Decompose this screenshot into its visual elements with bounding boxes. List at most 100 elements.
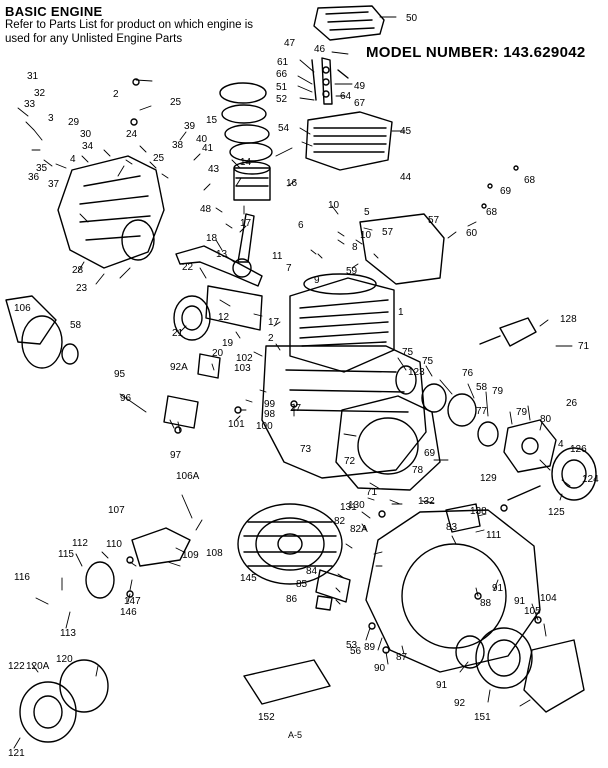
part-number-label: 96 [120,393,132,404]
part-number-label: 69 [424,448,436,459]
part-number-label: 90 [374,663,386,674]
part-shape-crankcase [261,345,427,479]
part-number-label: 37 [48,179,60,190]
part-number-label: 20 [212,348,224,359]
part-shape-pulley [475,627,533,689]
part-number-label: 21 [172,328,184,339]
part-shape-crankshaft [175,245,263,287]
part-number-label: 56 [350,646,362,657]
part-number-label: 132 [418,496,435,507]
part-number-label: 14 [240,157,252,168]
part-number-label: 2 [113,89,119,100]
part-number-label: 84 [306,566,318,577]
part-number-label: 52 [276,94,288,105]
part-number-label: 76 [462,368,474,379]
part-shape-gear [173,295,211,341]
part-number-label: 92 [454,698,466,709]
part-number-label: 23 [76,283,88,294]
part-number-label: 146 [120,607,137,618]
part-number-label: 32 [34,88,46,99]
part-number-label: 124 [582,474,599,485]
part-number-label: 85 [296,579,308,590]
part-number-label: 40 [196,134,208,145]
part-number-label: 6 [298,220,304,231]
part-shape-air-cleaner [59,659,109,713]
part-number-label: 105 [524,606,541,617]
part-number-label: 120A [26,661,50,672]
part-number-label: 152 [258,712,275,723]
part-shape-air-cleaner-cover [313,5,385,41]
part-number-label: 130 [348,500,365,511]
part-number-label: 36 [28,172,40,183]
part-number-label: 46 [314,44,326,55]
part-number-label: 64 [340,91,352,102]
part-number-label: 82 [334,516,346,527]
part-number-label: 10 [360,230,372,241]
part-number-label: 104 [540,593,557,604]
part-number-label: 102 [236,353,253,364]
part-number-label: 13 [216,249,228,260]
page-number: A-5 [288,730,303,740]
part-number-label: 69 [500,186,512,197]
part-shape-piston [233,167,271,201]
part-number-label: 121 [8,748,25,759]
part-number-label: 115 [58,549,74,560]
part-number-label: 123 [408,367,425,378]
part-number-label: 34 [82,141,94,152]
part-number-label: 116 [14,572,30,583]
part-shape-spark-plug [499,317,537,347]
part-number-label: 120 [56,654,73,665]
part-number-label: 151 [474,712,491,723]
part-number-label: 91 [436,680,448,691]
part-number-label: 95 [114,369,126,380]
part-number-label: 101 [228,419,245,430]
part-number-label: 44 [400,172,412,183]
part-number-label: 129 [480,473,497,484]
part-number-label: 57 [382,227,394,238]
part-number-label: 82A [350,524,368,535]
part-number-label: 58 [476,382,488,393]
part-number-label: 97 [170,450,182,461]
part-number-label: 17 [240,218,252,229]
part-number-label: 35 [36,163,48,174]
diagram-subtitle: Refer to Parts List for product on which… [5,19,254,45]
part-number-label: 80 [540,414,552,425]
part-number-label: 10 [328,200,340,211]
part-number-label: 128 [560,314,577,325]
part-number-label: 2 [268,333,274,344]
part-number-label: 83 [446,522,458,533]
part-number-label: 59 [346,266,358,277]
part-shape-muffler [5,295,57,345]
part-number-label: 110 [106,539,122,550]
part-number-label: 9 [314,275,320,286]
part-number-label: 57 [428,215,440,226]
part-number-label: 24 [126,129,138,140]
part-number-label: 51 [276,82,288,93]
part-number-label: 68 [486,207,498,218]
part-number-label: 99 [264,399,276,410]
part-number-label: 113 [60,628,76,639]
part-number-label: 53 [346,640,358,651]
part-number-label: 1 [398,307,404,318]
part-number-label: 4 [70,154,76,165]
part-number-label: 71 [366,487,378,498]
part-number-label: 50 [406,13,418,24]
part-number-label: 11 [272,251,283,262]
part-number-label: 29 [68,117,80,128]
part-number-label: 67 [354,98,366,109]
part-shape-blower-housing [365,509,541,673]
part-number-label: 60 [466,228,478,239]
part-number-label: 91 [514,596,526,607]
part-number-label: 33 [24,99,36,110]
part-number-label: 77 [476,406,488,417]
part-number-label: 112 [72,538,88,549]
part-number-label: 107 [108,505,125,516]
part-number-label: 18 [206,233,218,244]
part-number-label: 26 [566,398,578,409]
part-number-label: 30 [80,129,92,140]
part-number-label: 5 [364,207,370,218]
part-number-label: 108 [206,548,223,559]
part-number-label: 27 [290,403,302,414]
part-shape-block-163 [243,659,331,705]
